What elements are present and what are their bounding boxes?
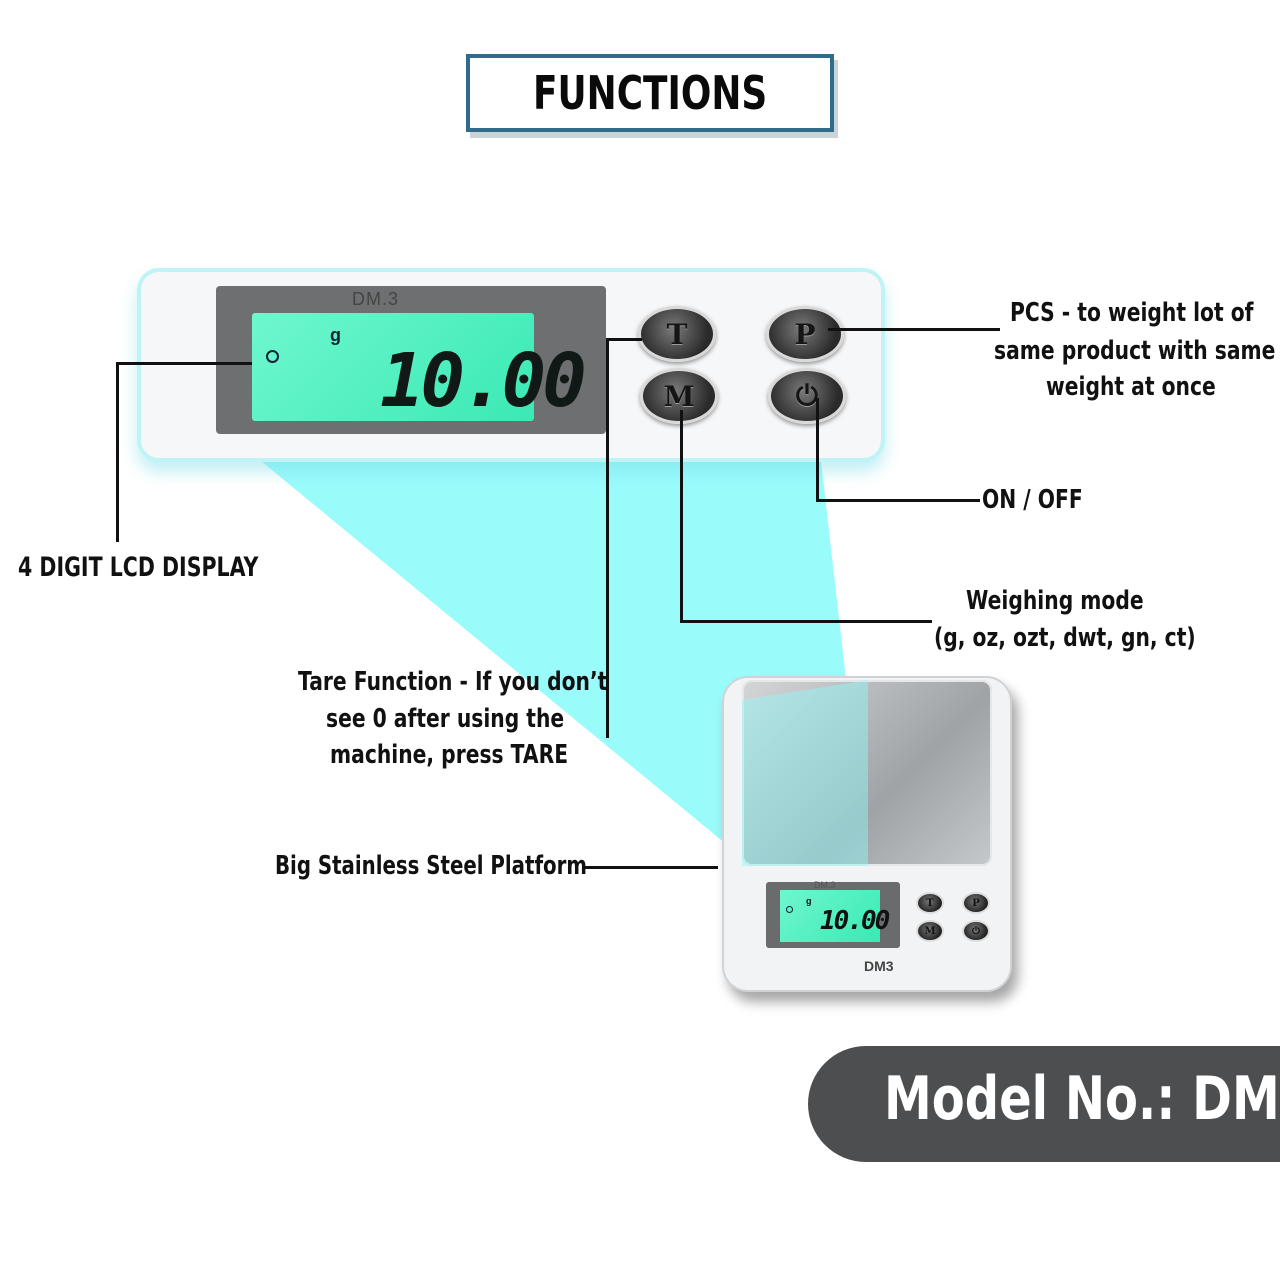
lcd-callout-line-v (116, 362, 119, 542)
small-pcs-button[interactable]: P (962, 892, 990, 914)
lcd-value: 10.00 (380, 338, 587, 424)
pcs-label-line2: same product with same (994, 336, 1276, 366)
power-callout-line-h (816, 499, 980, 502)
model-number: Model No.: DM.3 (884, 1064, 1280, 1134)
on-off-label: ON / OFF (982, 485, 1083, 515)
tare-label-line1: Tare Function - If you don’t (298, 667, 608, 697)
mode-callout-line-h (680, 620, 932, 623)
small-display-brand: DM.3 (814, 880, 836, 890)
stable-indicator-icon (266, 350, 279, 363)
power-icon: ⏻ (795, 379, 819, 412)
platform-label: Big Stainless Steel Platform (275, 851, 587, 881)
pcs-callout-line (828, 328, 1000, 331)
small-tare-button[interactable]: T (916, 892, 944, 914)
lcd-callout-line-h (116, 362, 252, 365)
tare-callout-line-v (606, 338, 609, 738)
pcs-label-line3: weight at once (1046, 372, 1216, 402)
tare-callout-line-h (606, 338, 642, 341)
small-power-icon: ⏻ (972, 925, 980, 937)
tare-label-line2: see 0 after using the (326, 704, 565, 734)
mode-callout-line-v (680, 410, 683, 622)
steel-platform (742, 680, 992, 866)
mode-button[interactable]: M (640, 368, 718, 424)
lcd-display-label: 4 DIGIT LCD DISPLAY (18, 552, 259, 583)
lcd-unit: g (330, 325, 341, 345)
scale-model-label: DM3 (864, 958, 894, 974)
model-badge (808, 1046, 1280, 1162)
lcd-screen (252, 313, 534, 421)
title-box: FUNCTIONS (466, 54, 834, 132)
mode-label-line2: (g, oz, ozt, dwt, gn, ct) (934, 623, 1196, 653)
power-callout-line-v (816, 398, 819, 502)
power-button[interactable]: ⏻ (768, 368, 846, 424)
pcs-label-line1: PCS - to weight lot of (1010, 298, 1254, 328)
tare-label-line3: machine, press TARE (330, 740, 569, 770)
tare-button[interactable]: T (638, 306, 716, 362)
mode-label-line1: Weighing mode (966, 586, 1144, 616)
page-title: FUNCTIONS (532, 66, 768, 120)
small-power-button[interactable]: ⏻ (962, 920, 990, 942)
pcs-button[interactable]: P (766, 306, 844, 362)
platform-callout-line (582, 866, 718, 869)
small-lcd-unit: g (806, 896, 812, 906)
small-lcd-screen (780, 890, 880, 942)
display-brand: DM.3 (352, 289, 400, 309)
small-mode-button[interactable]: M (916, 920, 944, 942)
small-lcd-value: 10.00 (820, 906, 890, 936)
small-stable-indicator-icon (786, 906, 793, 913)
